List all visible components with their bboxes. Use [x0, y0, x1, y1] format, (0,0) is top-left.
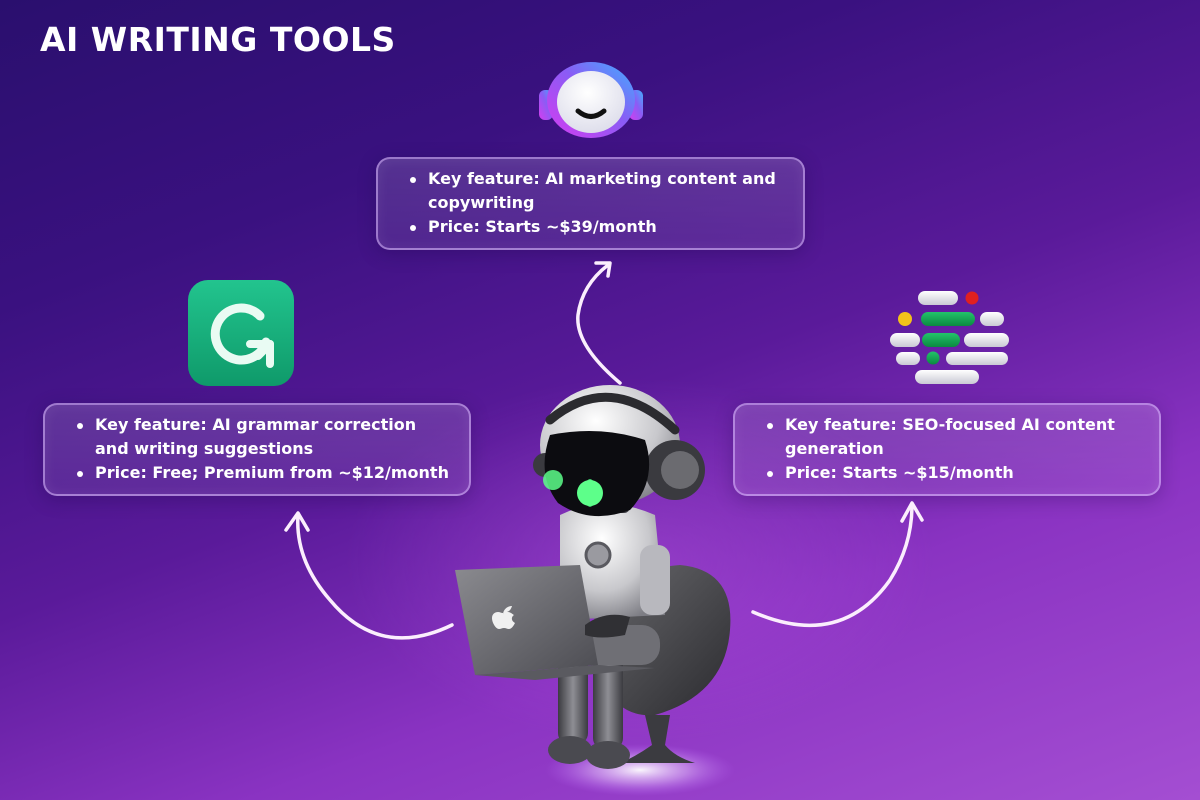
price-item: Price: Free; Premium from ~$12/month [77, 461, 451, 485]
arrow-to-top-card [576, 263, 622, 385]
robot-with-laptop-illustration [440, 385, 760, 800]
grammarly-info-card: Key feature: AI grammar correction and wr… [43, 403, 471, 496]
feature-item: Key feature: SEO-focused AI content gener… [767, 413, 1141, 461]
price-item: Price: Starts ~$15/month [767, 461, 1141, 485]
feature-text-line2: copywriting [428, 193, 535, 212]
jasper-smiley-icon [536, 60, 646, 140]
grammarly-g-icon [188, 280, 294, 386]
arrow-to-right-card [751, 503, 914, 628]
seo-tool-info-card: Key feature: SEO-focused AI content gener… [733, 403, 1161, 496]
feature-text-line1: Key feature: SEO-focused AI content [785, 415, 1115, 434]
feature-text-line2: and writing suggestions [95, 439, 314, 458]
seo-pills-icon [888, 288, 1012, 388]
feature-text-line1: Key feature: AI marketing content and [428, 169, 776, 188]
feature-item: Key feature: AI marketing content and cop… [410, 167, 785, 215]
feature-text-line1: Key feature: AI grammar correction [95, 415, 417, 434]
arrow-to-left-card [296, 513, 454, 640]
apple-logo-icon [492, 606, 515, 629]
feature-item: Key feature: AI grammar correction and wr… [77, 413, 451, 461]
feature-text-line2: generation [785, 439, 884, 458]
price-item: Price: Starts ~$39/month [410, 215, 785, 239]
page-title: AI WRITING TOOLS [40, 20, 396, 59]
jasper-info-card: Key feature: AI marketing content and cop… [376, 157, 805, 250]
